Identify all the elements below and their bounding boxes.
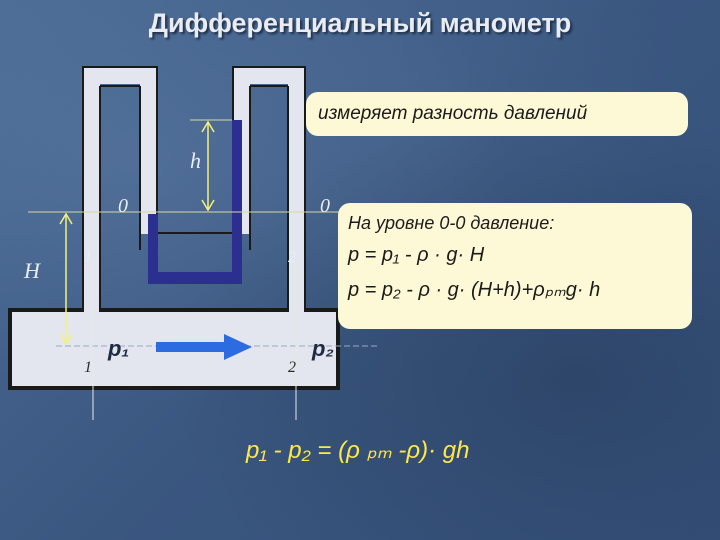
dimension-H-arrow-top [59, 212, 73, 225]
result-formula: p₁ - p₂ = (ρ ₚₘ -ρ)· gh [246, 437, 470, 464]
dimension-h-arrow-top [201, 120, 215, 133]
label-section-1-top: 1 [84, 249, 92, 266]
formula-line-1: p = p₁ - ρ · g· H [348, 244, 485, 266]
left-inner-leg-interior [140, 68, 156, 234]
callout-measures-pressure-difference: измеряет разность давлений [306, 92, 688, 136]
u-inner-wall [99, 85, 289, 312]
liquid-left-column [148, 214, 158, 284]
formula-heading: На уровне 0-0 давление: [348, 213, 555, 233]
flow-arrow-shaft [156, 342, 226, 352]
left-bridge-interior [84, 68, 156, 84]
callout-formulas: На уровне 0-0 давление: p = p₁ - ρ · g· … [338, 203, 692, 329]
label-section-2-top: 2 [288, 249, 296, 266]
label-h: h [190, 148, 201, 173]
liquid-right-column [232, 120, 242, 284]
formula-line-2: p = p₂ - ρ · g· (H+h)+ρₚₘg· h [348, 279, 601, 301]
label-p2: p₂ [311, 336, 334, 361]
label-H: H [23, 258, 41, 283]
dimension-H-arrow-bottom [59, 333, 73, 346]
slide-title: Дифференциальный манометр [148, 8, 572, 38]
label-section-2-bottom: 2 [288, 359, 296, 376]
left-leg-interior [84, 68, 100, 312]
dimension-h-arrow-bottom [201, 199, 215, 212]
right-bridge-interior [234, 68, 304, 84]
label-p1: p₁ [107, 336, 129, 361]
flow-arrow-head [224, 334, 252, 360]
right-leg-interior [288, 68, 304, 312]
label-section-1-bottom: 1 [84, 359, 92, 376]
liquid-bottom [148, 272, 242, 284]
label-zero-left: 0 [118, 195, 128, 217]
label-zero-right: 0 [320, 195, 330, 217]
manometric-liquid [148, 120, 242, 284]
